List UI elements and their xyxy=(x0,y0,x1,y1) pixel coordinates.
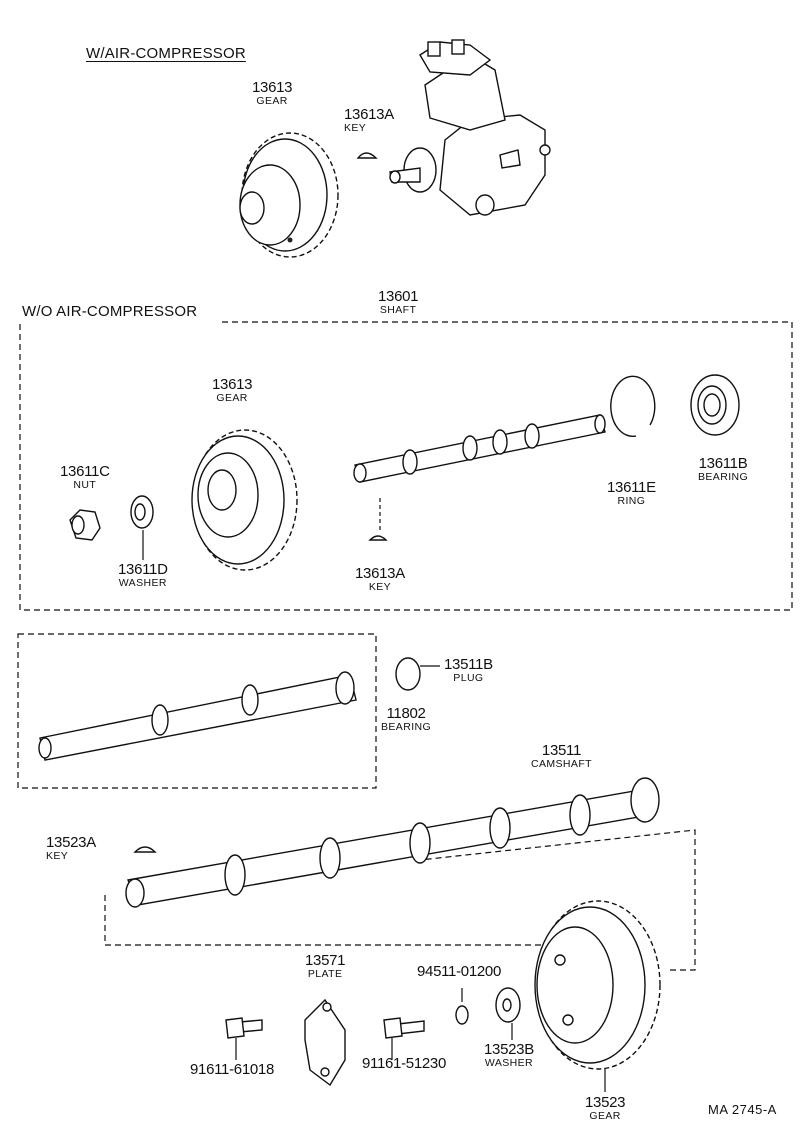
part-number: 13601 xyxy=(378,288,419,305)
part-number: 13523A xyxy=(46,834,96,851)
part-name: KEY xyxy=(46,850,69,862)
label-camshaft: 13511 CAMSHAFT xyxy=(531,743,592,770)
plug xyxy=(395,657,421,691)
lock-washer xyxy=(455,1005,469,1025)
part-number: 13611B xyxy=(698,455,748,472)
part-name: KEY xyxy=(368,581,392,593)
part-name: KEY xyxy=(344,122,367,134)
gear-mid xyxy=(191,429,298,571)
part-name: GEAR xyxy=(216,392,248,404)
label-key-top: 13613A KEY xyxy=(344,107,394,134)
key-top xyxy=(356,152,378,159)
part-number: 13613A xyxy=(355,565,405,582)
label-nut: 13611C NUT xyxy=(60,464,110,491)
part-number: 91611-61018 xyxy=(190,1061,275,1078)
part-number: 13611E xyxy=(607,479,656,496)
wo-compressor-box xyxy=(19,321,793,611)
label-ring: 13611E RING xyxy=(607,480,656,507)
label-bearing-cam: 11802 BEARING xyxy=(381,706,431,733)
gear-assembly-box xyxy=(104,829,696,971)
label-key-cam: 13523A KEY xyxy=(46,835,96,862)
part-name: BEARING xyxy=(381,721,432,733)
bearing-group-box xyxy=(17,633,377,789)
part-number: 13611D xyxy=(118,561,168,578)
bolt-mid xyxy=(383,1017,425,1039)
part-name: SHAFT xyxy=(379,304,417,316)
label-washer-cam: 13523B WASHER xyxy=(484,1042,534,1069)
part-number: 13523B xyxy=(484,1041,534,1058)
part-number: 91161-51230 xyxy=(362,1055,447,1072)
part-number: 11802 xyxy=(386,705,426,722)
label-bearing-mid: 13611B BEARING xyxy=(698,456,748,483)
part-number: 13613 xyxy=(212,376,253,393)
part-name: GEAR xyxy=(256,95,288,107)
part-number: 13611C xyxy=(60,463,110,480)
label-bolt-left: 91611-61018 xyxy=(190,1062,274,1077)
part-name: PLUG xyxy=(453,672,484,684)
part-name: BEARING xyxy=(698,471,749,483)
part-number: 94511-01200 xyxy=(417,963,502,980)
label-plug: 13511B PLUG xyxy=(444,657,493,684)
camshaft xyxy=(125,777,660,908)
label-gear-cam: 13523 GEAR xyxy=(585,1094,626,1122)
part-name: CAMSHAFT xyxy=(531,758,592,770)
part-name: WASHER xyxy=(118,577,167,589)
part-number: 13511 xyxy=(541,742,582,759)
part-name: RING xyxy=(617,495,646,507)
washer-mid xyxy=(130,495,154,529)
camshaft-small xyxy=(38,671,357,761)
washer-cam xyxy=(495,987,521,1023)
section-with-compressor: W/AIR-COMPRESSOR xyxy=(86,45,246,62)
label-gear-top: 13613 GEAR xyxy=(252,79,293,107)
label-bolt-mid: 91161-51230 xyxy=(362,1056,446,1071)
key-cam xyxy=(133,846,157,853)
ring xyxy=(610,375,656,438)
label-gear-mid: 13613 GEAR xyxy=(212,376,253,404)
label-washer-mid: 13611D WASHER xyxy=(118,562,168,589)
part-number: 13511B xyxy=(444,656,493,673)
part-name: GEAR xyxy=(589,1110,621,1122)
part-name: WASHER xyxy=(484,1057,534,1069)
section-without-compressor: W/O AIR-COMPRESSOR xyxy=(22,303,198,320)
part-name: PLATE xyxy=(307,968,343,980)
label-shaft: 13601 SHAFT xyxy=(378,288,419,316)
figure-reference: MA 2745-A xyxy=(708,1102,777,1117)
part-number: 13613A xyxy=(344,106,394,123)
plate xyxy=(304,998,346,1087)
air-compressor xyxy=(389,39,551,216)
nut xyxy=(69,509,101,541)
shaft xyxy=(353,414,606,483)
label-lockwasher: 94511-01200 xyxy=(417,964,501,979)
bearing-mid xyxy=(690,374,740,436)
part-number: 13571 xyxy=(305,952,346,969)
bolt-left xyxy=(225,1017,263,1039)
part-name: NUT xyxy=(73,479,97,491)
gear-top xyxy=(239,132,339,258)
part-number: 13523 xyxy=(585,1094,626,1111)
part-number: 13613 xyxy=(252,79,293,96)
label-key-mid: 13613A KEY xyxy=(355,566,405,593)
key-mid xyxy=(368,535,388,541)
gear-cam xyxy=(534,900,661,1070)
label-plate: 13571 PLATE xyxy=(305,952,346,980)
